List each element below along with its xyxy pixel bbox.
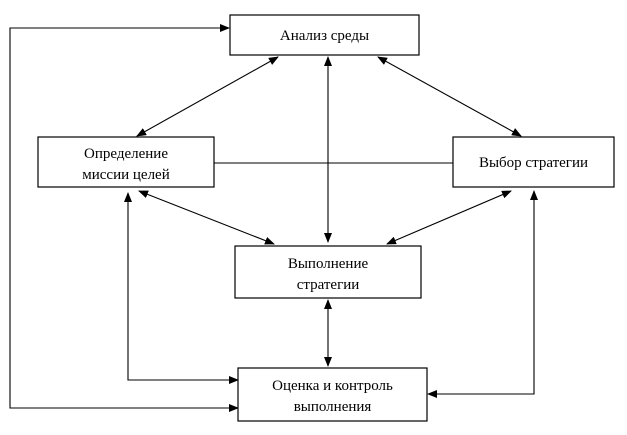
node-execution-label-line1: Выполнение (288, 256, 369, 272)
node-strategy-choice: Выбор стратегии (452, 136, 615, 188)
node-execution-label-line2: стратегии (297, 277, 360, 293)
node-evaluation-label-line1: Оценка и контроль (272, 378, 393, 394)
node-strategy-choice-label: Выбор стратегии (479, 155, 588, 171)
edge-analysis-mission (136, 56, 279, 137)
node-strategy-choice-box (452, 136, 615, 188)
node-evaluation-label-line2: выполнения (294, 399, 372, 415)
edges (9, 24, 538, 412)
node-evaluation: Оценка и контроль выполнения (237, 367, 428, 422)
edge-analysis-strategy-choice (377, 56, 522, 137)
node-analysis-box (229, 14, 420, 56)
node-mission-label-line1: Определение (84, 146, 168, 162)
edge-strategy-choice-execution (386, 190, 512, 245)
edge-evaluation-strategy-choice (427, 190, 538, 398)
edge-mission-execution (138, 190, 275, 245)
node-evaluation-box (237, 367, 428, 422)
edge-evaluation-analysis (9, 24, 239, 412)
edge-evaluation-mission (124, 192, 239, 384)
node-execution-box (234, 245, 422, 299)
node-mission-label-line2: миссии целей (82, 167, 170, 183)
node-mission: Определение миссии целей (37, 136, 215, 188)
node-execution: Выполнение стратегии (234, 245, 422, 299)
node-analysis: Анализ среды (229, 14, 420, 56)
node-mission-box (37, 136, 215, 188)
node-analysis-label: Анализ среды (280, 28, 369, 44)
